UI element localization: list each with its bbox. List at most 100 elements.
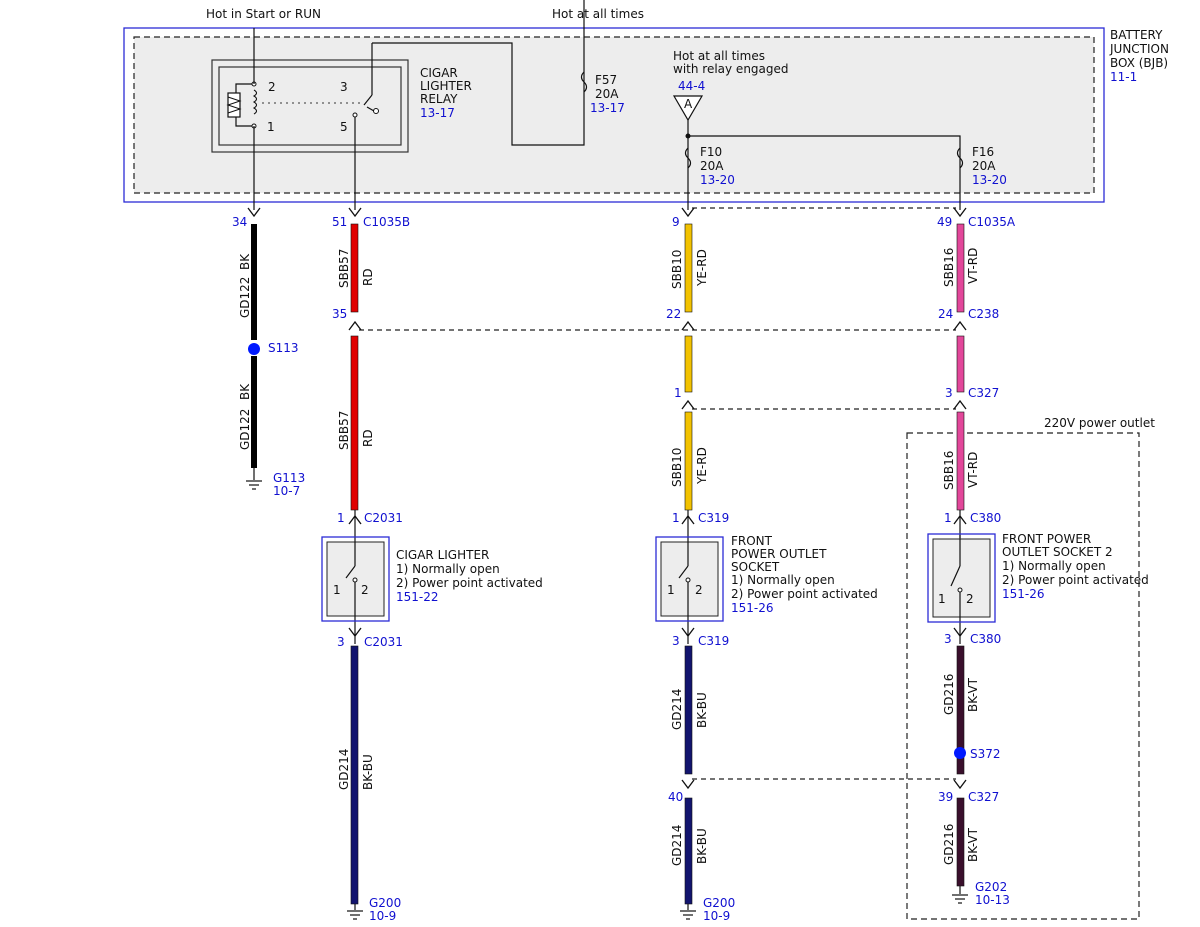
relay-pin-2: 2 [268,80,276,94]
bjb-inner-dashed-box [133,36,1095,194]
pin-35: 35 [332,307,347,321]
wire-gd214-col3-upper [684,645,693,775]
wire-sbb16-top [956,223,965,313]
conn-c2031a: C2031 [364,511,403,525]
relay-label-3: RELAY [420,92,458,106]
relay-inner-box [218,66,402,146]
wire-gd122-lower [251,356,257,468]
wire-gd216-lower [956,797,965,887]
ground-symbol-g113 [246,480,262,490]
conn-c327b: C327 [968,790,999,804]
front-pin-2: 2 [695,583,703,597]
front-ref: 151-26 [731,601,774,615]
relay-ref: 13-17 [420,106,455,120]
pin-1b: 1 [337,511,345,525]
f16-ref: 13-20 [972,173,1007,187]
wire-label-bk-b: BK [238,383,252,400]
connector-chevrons [247,207,967,790]
cigar-label-3: 2) Power point activated [396,576,543,590]
front2-label-2: OUTLET SOCKET 2 [1002,545,1113,559]
front-label-5: 2) Power point activated [731,587,878,601]
wire-label-sbb57-a: SBB57 [337,249,351,288]
conn-c319b: C319 [698,634,729,648]
hot-relay-label-2: with relay engaged [673,62,789,76]
ground-g113-label: G113 [273,471,305,485]
relay-engaged-triangle [672,95,704,122]
wire-label-yerd-a: YE-RD [695,249,709,287]
f10-ref: 13-20 [700,173,735,187]
bjb-label-3: BOX (BJB) [1110,56,1168,70]
ground-g202-ref: 10-13 [975,893,1010,907]
wire-label-gd216-a: GD216 [942,674,956,715]
ground-g200a-label: G200 [369,896,401,910]
front-outlet-switch [655,536,724,622]
front-label-4: 1) Normally open [731,573,835,587]
cigar-lighter-switch [321,536,390,622]
wire-label-gd214-col3a: GD214 [670,689,684,730]
ground-g200b-label: G200 [703,896,735,910]
pin-34: 34 [232,215,247,229]
pin-22: 22 [666,307,681,321]
f10-fuse-icon [684,147,692,169]
pin-40: 40 [668,790,683,804]
wire-label-gd122-a: GD122 [238,277,252,318]
bus-to-f16 [688,135,961,210]
wire-sbb16-mid [956,335,965,393]
ground-symbol-g202 [952,894,968,904]
ground-g200b-ref: 10-9 [703,909,730,923]
relay-pin3-feed [372,28,585,146]
pin-51: 51 [332,215,347,229]
ground-g113-ref: 10-7 [273,484,300,498]
conn-c380b: C380 [970,632,1001,646]
relay-ref-label: 44-4 [678,79,705,93]
cigar-pin-1: 1 [333,583,341,597]
pin-3d: 3 [944,632,952,646]
ground-symbol-g200b [680,910,696,920]
f57-name: F57 [595,73,617,87]
wire-label-vtrd-a: VT-RD [966,248,980,284]
f16-rating: 20A [972,159,996,173]
conn-c1035a: C1035A [968,215,1016,229]
front-outlet-2-switch [927,533,996,623]
pin-24: 24 [938,307,953,321]
wire-label-bk-a: BK [238,253,252,270]
front-label-1: FRONT [731,534,773,548]
cigar-label-2: 1) Normally open [396,562,500,576]
pin-39: 39 [938,790,953,804]
wire-sbb57-lower [350,335,359,511]
hot-all-times-label: Hot at all times [552,7,644,21]
wire-sbb16-low [956,411,965,511]
f10-name: F10 [700,145,722,159]
splice-s113-label: S113 [268,341,299,355]
front2-label-1: FRONT POWER [1002,532,1091,546]
wire-label-gd214-col2: GD214 [337,749,351,790]
cigar-label-1: CIGAR LIGHTER [396,548,489,562]
front-label-2: POWER OUTLET [731,547,827,561]
wire-label-sbb57-b: SBB57 [337,411,351,450]
conn-c238: C238 [968,307,999,321]
pin-1d: 1 [944,511,952,525]
wire-label-sbb16-b: SBB16 [942,451,956,490]
splice-s372-label: S372 [970,747,1001,761]
pin-9: 9 [672,215,680,229]
f57-fuse-icon [580,71,588,93]
wire-label-sbb10-b: SBB10 [670,448,684,487]
wire-label-rd-a: RD [361,268,375,286]
ground-g200a-ref: 10-9 [369,909,396,923]
front2-label-4: 2) Power point activated [1002,573,1149,587]
front2-pin-2: 2 [966,592,974,606]
relay-coil-icon [226,81,258,129]
f10-rating: 20A [700,159,724,173]
wire-label-sbb10-a: SBB10 [670,250,684,289]
relay-triangle-letter: A [684,97,693,111]
conn-c319a: C319 [698,511,729,525]
front2-ref: 151-26 [1002,587,1045,601]
wire-sbb10-top [684,223,693,313]
bjb-outer-box [123,27,1105,203]
front2-label-3: 1) Normally open [1002,559,1106,573]
f16-fuse-icon [956,147,964,169]
conn-c2031b: C2031 [364,635,403,649]
bjb-label-1: BATTERY [1110,28,1163,42]
